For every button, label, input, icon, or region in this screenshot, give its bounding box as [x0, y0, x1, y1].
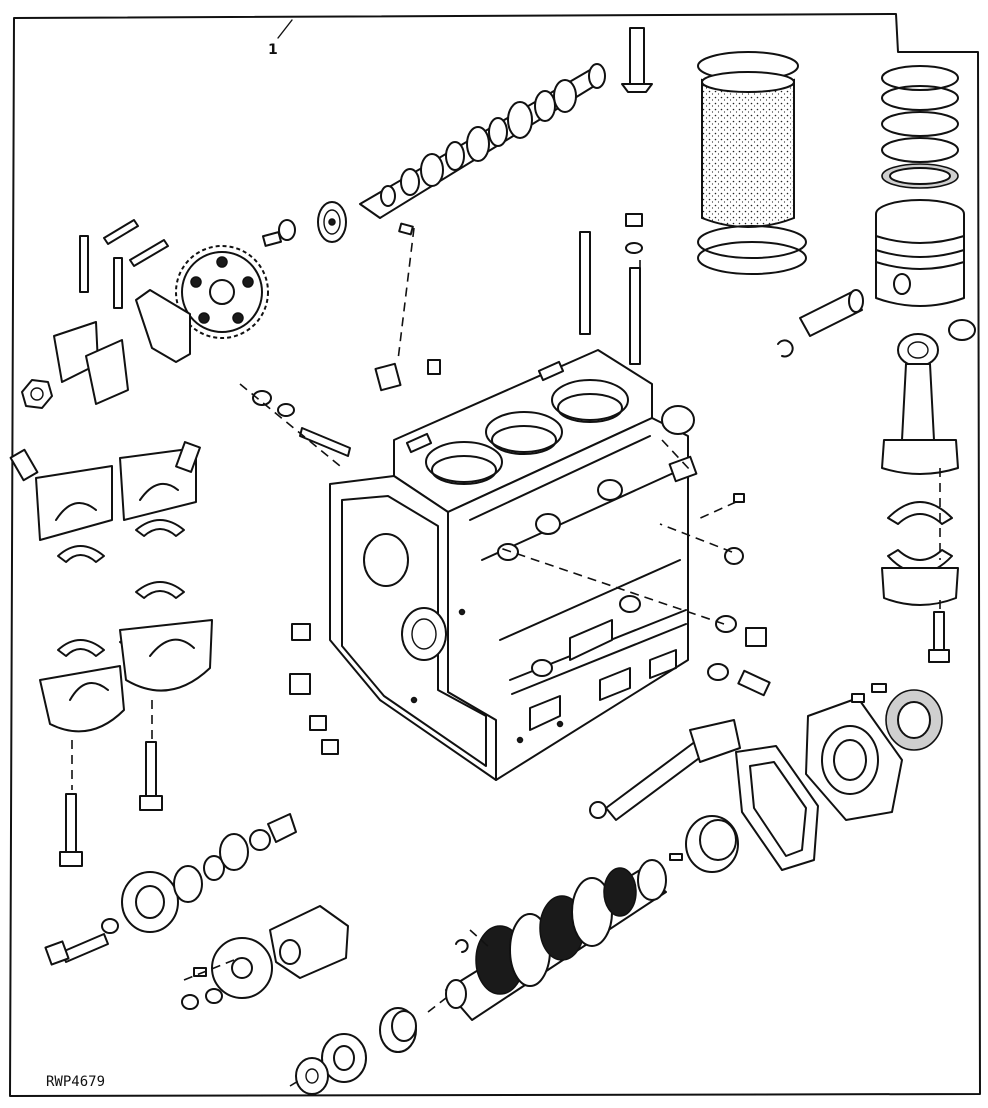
bolt-and-washer-small — [261, 219, 296, 247]
camshaft-gear — [175, 245, 269, 339]
rod-bolt — [928, 611, 950, 663]
idler-shaft-bolt — [44, 918, 119, 966]
oil-pump-gear — [211, 937, 273, 999]
stud-nut-washer — [625, 213, 643, 254]
crankshaft-sleeve — [685, 815, 739, 873]
piston-rings — [881, 65, 959, 189]
expansion-plug — [661, 405, 695, 435]
callout-1: 1 — [268, 19, 293, 58]
main-bearing-caps-lower — [39, 619, 213, 733]
crank-washer — [295, 1057, 329, 1095]
crankshaft — [445, 859, 667, 1021]
gasket — [735, 745, 819, 871]
counterweights — [53, 321, 129, 405]
figure-frame — [9, 13, 981, 1097]
crank-spacer — [379, 1007, 417, 1053]
rod-bearing-shells — [887, 501, 953, 574]
cylinder-block — [329, 349, 689, 781]
oil-seal — [885, 689, 943, 751]
seal-housing-bolts — [851, 683, 887, 703]
stud-left — [252, 390, 351, 457]
oil-pump-housing — [269, 905, 349, 979]
dipstick-tube — [589, 719, 741, 821]
cap-bolts-upper — [9, 441, 201, 482]
crank-gear — [321, 1033, 367, 1083]
cylinder-head-studs — [579, 231, 641, 365]
figure-id: RWP4679 — [46, 1074, 105, 1090]
block-plugs-left — [289, 623, 339, 755]
dowel-pins-top — [374, 359, 441, 392]
cylinder-liner — [697, 51, 807, 275]
hex-nut — [21, 379, 53, 409]
connecting-rod — [881, 333, 959, 475]
piston — [875, 199, 965, 307]
piston-pin — [799, 289, 864, 337]
cap-bolts-lower — [59, 741, 163, 867]
dowel-pins — [79, 219, 169, 309]
pin-retainer — [777, 339, 794, 358]
block-fittings-right — [668, 455, 771, 697]
thrust-plate-bracket — [135, 289, 191, 363]
callout-number: 1 — [268, 42, 278, 58]
small-end-bushing — [948, 319, 976, 341]
idler-gear-assembly — [121, 813, 297, 933]
crank-key — [455, 939, 469, 953]
camshaft-bearing — [317, 201, 347, 243]
woodruff-key — [669, 853, 683, 861]
valve-tappet — [621, 27, 653, 93]
camshaft — [359, 63, 606, 236]
rod-cap — [881, 567, 959, 606]
